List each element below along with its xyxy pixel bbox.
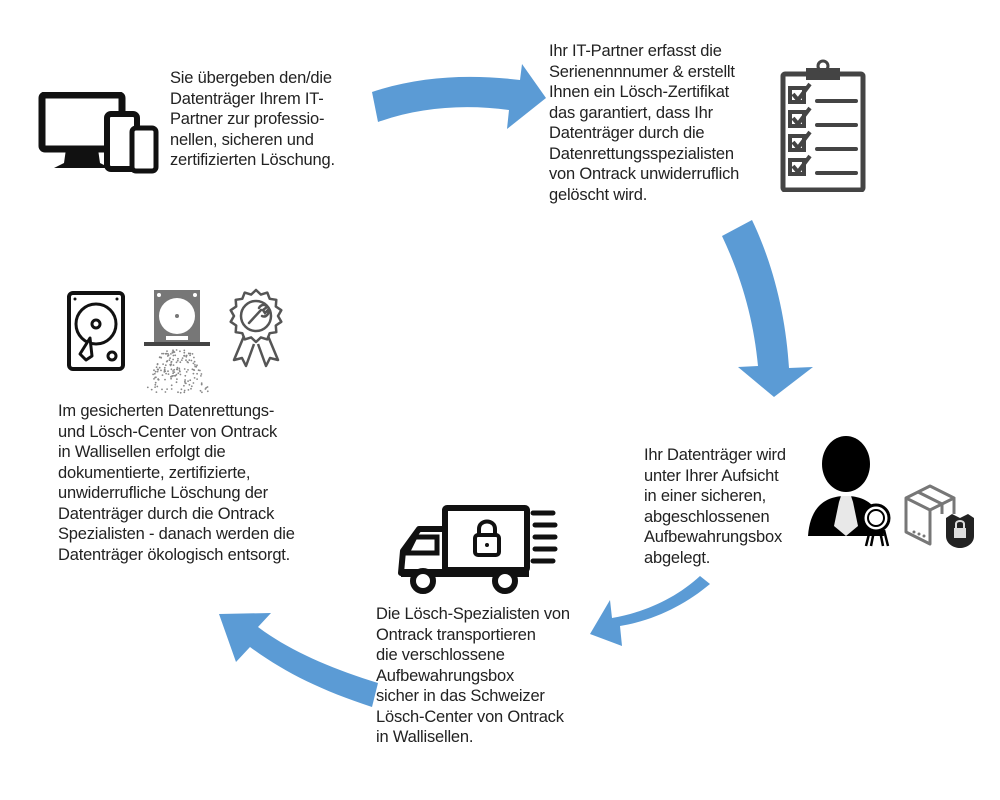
text-line: Datenträger Ihrem IT- (170, 89, 324, 108)
text-line: in Wallisellen erfolgt die (58, 443, 226, 461)
text-line: abgeschlossenen (644, 507, 770, 526)
arrow-certificate-to-storage (722, 220, 813, 397)
arrow-storage-to-transport (590, 576, 710, 646)
text-line: Im gesicherten Datenrettungs- (58, 402, 275, 420)
text-line: Sie übergeben den/die (170, 69, 332, 87)
locked-truck-icon (397, 505, 559, 600)
text-line: dokumentierte, zertifizierte, (58, 463, 251, 482)
text-line: zertifizierten Löschung. (170, 151, 335, 169)
text-line: in einer sicheren, (644, 487, 767, 505)
text-line: in Wallisellen. (376, 728, 474, 746)
text-line: von Ontrack unwiderruflich (549, 165, 740, 183)
arrow-transport-to-erasure (219, 613, 378, 707)
step-transport-text: Die Lösch-Spezialisten von Ontrack trans… (376, 604, 570, 748)
text-line: Die Lösch-Spezialisten von (376, 605, 570, 623)
step-storage-text: Ihr Datenträger wird unter Ihrer Aufsich… (644, 445, 786, 568)
step-erasure-text: Im gesicherten Datenrettungs- und Lösch-… (58, 401, 295, 565)
text-line: unwiderrufliche Löschung der (58, 484, 268, 502)
text-line: Datenträger ökologisch entsorgt. (58, 545, 291, 564)
text-line: Datenträger durch die (549, 124, 705, 142)
text-line: Ihnen ein Lösch-Zertifikat (549, 83, 730, 101)
clipboard-checklist-icon (780, 58, 866, 197)
text-line: Serienennnumer & erstellt (549, 62, 735, 81)
step-certificate-text: Ihr IT-Partner erfasst die Serienennnume… (549, 41, 739, 205)
text-line: die verschlossene (376, 646, 505, 664)
text-line: Partner zur professio- (170, 110, 325, 128)
text-line: abgelegt. (644, 548, 711, 567)
shredder-icon (142, 288, 212, 401)
devices-icon (38, 91, 160, 179)
certified-person-icon (808, 436, 900, 553)
locked-box-icon (902, 480, 980, 555)
text-line: gelöscht wird. (549, 185, 648, 204)
text-line: Aufbewahrungsbox (644, 528, 783, 546)
text-line: nellen, sicheren und (170, 130, 314, 149)
text-line: und Lösch-Center von Ontrack (58, 422, 278, 441)
text-line: Datenrettungsspezialisten (549, 144, 734, 163)
text-line: Aufbewahrungsbox (376, 666, 515, 685)
text-line: das garantiert, dass Ihr (549, 103, 713, 122)
text-line: Lösch-Center von Ontrack (376, 707, 564, 726)
text-line: Spezialisten - danach werden die (58, 525, 295, 543)
hard-drive-icon (66, 290, 126, 377)
text-line: unter Ihrer Aufsicht (644, 466, 779, 485)
text-line: Ihr Datenträger wird (644, 446, 786, 464)
arrow-handover-to-certificate (372, 64, 546, 129)
text-line: Ontrack transportieren (376, 625, 536, 644)
text-line: sicher in das Schweizer (376, 687, 545, 705)
certified-service-badge-icon (228, 288, 284, 379)
step-handover-text: Sie übergeben den/die Datenträger Ihrem … (170, 68, 335, 171)
text-line: Datenträger durch die Ontrack (58, 504, 275, 523)
text-line: Ihr IT-Partner erfasst die (549, 42, 722, 60)
